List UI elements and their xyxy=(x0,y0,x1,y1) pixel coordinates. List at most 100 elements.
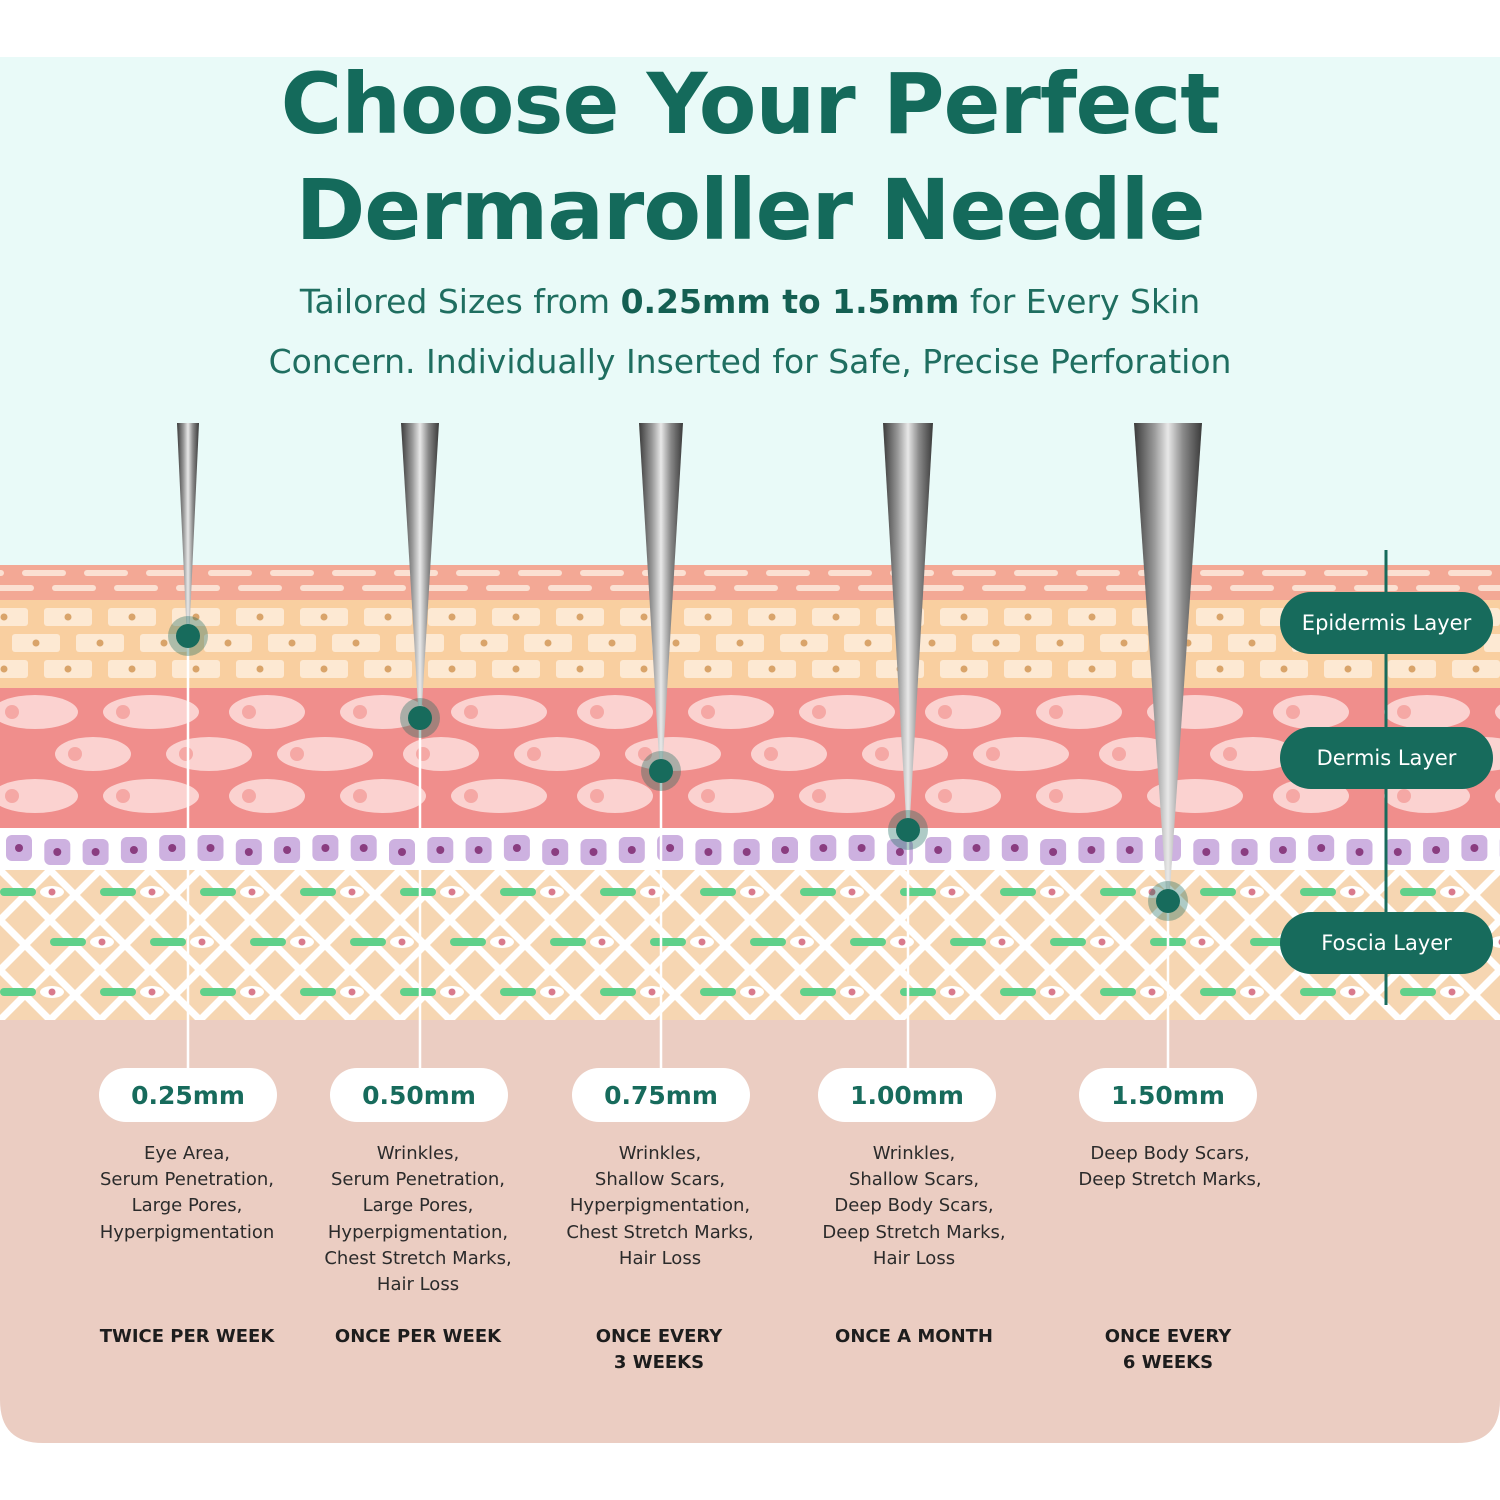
cell-nucleus xyxy=(666,844,675,852)
needle-size-pill: 1.50mm xyxy=(1079,1068,1257,1122)
use-item: Wrinkles, xyxy=(872,1143,956,1164)
fascia-fiber xyxy=(1447,870,1500,925)
cell-nucleus xyxy=(701,705,715,719)
dermis-cell xyxy=(1210,737,1296,771)
dermis-cell xyxy=(514,737,600,771)
fascia-cell-nucleus xyxy=(1048,888,1056,896)
cell-nucleus xyxy=(812,705,826,719)
cell-nucleus xyxy=(1393,848,1402,856)
cell-nucleus xyxy=(800,639,808,647)
fascia-cell-nucleus xyxy=(448,988,456,996)
skin-stripe xyxy=(952,570,996,576)
cell-nucleus xyxy=(384,665,392,673)
dermis-cell xyxy=(799,779,895,813)
dermis-cell xyxy=(577,695,653,729)
fascia-dash xyxy=(1100,888,1136,896)
dermis-cell xyxy=(751,737,827,771)
fascia-cell-nucleus xyxy=(1148,888,1156,896)
skin-stripe xyxy=(208,570,252,576)
frequency-line: ONCE A MONTH xyxy=(835,1326,993,1347)
skin-stripe xyxy=(766,570,810,576)
fascia-dash xyxy=(900,888,936,896)
dermis-cell xyxy=(0,779,78,813)
use-item: Hair Loss xyxy=(376,1274,460,1296)
dermis-cell xyxy=(577,779,653,813)
fascia-dash xyxy=(1200,888,1236,896)
fascia-dash xyxy=(100,988,136,996)
fascia-cell-nucleus xyxy=(648,888,656,896)
cell-nucleus xyxy=(384,613,392,621)
cell-nucleus xyxy=(0,665,8,673)
fascia-layer-label: Foscia Layer xyxy=(1280,912,1493,974)
cell-nucleus xyxy=(819,844,828,852)
dermis-cell xyxy=(277,737,373,771)
skin-stripe xyxy=(1354,585,1398,591)
fascia-cell-nucleus xyxy=(898,938,906,946)
fascia-dash xyxy=(800,888,836,896)
fascia-dash xyxy=(850,938,886,946)
cell-nucleus xyxy=(1024,613,1032,621)
cell-nucleus xyxy=(1088,613,1096,621)
skin-stripe xyxy=(300,585,344,591)
cell-nucleus xyxy=(480,639,488,647)
skin-layers xyxy=(0,565,1500,1020)
usage-frequency: TWICE PER WEEK xyxy=(77,1324,297,1350)
fascia-cell-nucleus xyxy=(1098,938,1106,946)
needle-uses-list: Wrinkles, Shallow Scars, Deep Body Scars… xyxy=(799,1141,1029,1272)
fascia-cell-nucleus xyxy=(1148,988,1156,996)
fascia-dash xyxy=(0,888,36,896)
dermis-cell xyxy=(103,779,199,813)
fascia-cell-nucleus xyxy=(848,988,856,996)
fascia-cell-nucleus xyxy=(48,988,56,996)
fascia-cell-nucleus xyxy=(348,988,356,996)
skin-stripe xyxy=(1386,570,1430,576)
dermis-cell xyxy=(229,695,305,729)
skin-stripe xyxy=(920,585,964,591)
penetration-dot xyxy=(649,759,673,783)
needle-uses-list: Eye Area, Serum Penetration, Large Pores… xyxy=(72,1141,302,1246)
fascia-cell-nucleus xyxy=(1348,988,1356,996)
cell-nucleus xyxy=(1120,639,1128,647)
cell-nucleus xyxy=(244,848,253,856)
fascia-dash xyxy=(300,988,336,996)
fascia-cell-nucleus xyxy=(348,888,356,896)
cell-nucleus xyxy=(986,747,1000,761)
cell-nucleus xyxy=(608,639,616,647)
cell-nucleus xyxy=(1432,846,1441,854)
use-item: Hyperpigmentation, xyxy=(327,1221,509,1243)
dermis-cell xyxy=(1495,704,1500,720)
needle-uses-list: Wrinkles, Shallow Scars, Hyperpigmentati… xyxy=(545,1141,775,1272)
fascia-dash xyxy=(1100,988,1136,996)
skin-stripe xyxy=(332,570,376,576)
cell-nucleus xyxy=(1049,705,1063,719)
cell-nucleus xyxy=(290,747,304,761)
fascia-cell-nucleus xyxy=(698,938,706,946)
cell-nucleus xyxy=(934,846,943,854)
needles xyxy=(168,423,1202,1068)
cell-nucleus xyxy=(352,639,360,647)
cell-nucleus xyxy=(1087,846,1096,854)
cell-nucleus xyxy=(416,747,430,761)
cell-nucleus xyxy=(1278,846,1287,854)
fascia-cell-nucleus xyxy=(748,988,756,996)
fascia-cell-nucleus xyxy=(1448,888,1456,896)
cell-nucleus xyxy=(192,613,200,621)
cell-nucleus xyxy=(0,613,8,621)
dermis-cell xyxy=(55,737,131,771)
cell-nucleus xyxy=(938,789,952,803)
skin-stripe xyxy=(704,570,748,576)
skin-stripe xyxy=(796,585,840,591)
cell-nucleus xyxy=(256,665,264,673)
cell-nucleus xyxy=(742,848,751,856)
epidermis-cell xyxy=(0,608,28,626)
dermis-cell xyxy=(925,779,1001,813)
fascia-cell-nucleus xyxy=(448,888,456,896)
fascia-dash xyxy=(800,988,836,996)
fascia-cell-nucleus xyxy=(248,988,256,996)
dermis-cell xyxy=(625,737,721,771)
cell-nucleus xyxy=(627,846,636,854)
cell-nucleus xyxy=(288,639,296,647)
fascia-cell-nucleus xyxy=(948,888,956,896)
cell-nucleus xyxy=(91,848,100,856)
cell-nucleus xyxy=(1344,665,1352,673)
